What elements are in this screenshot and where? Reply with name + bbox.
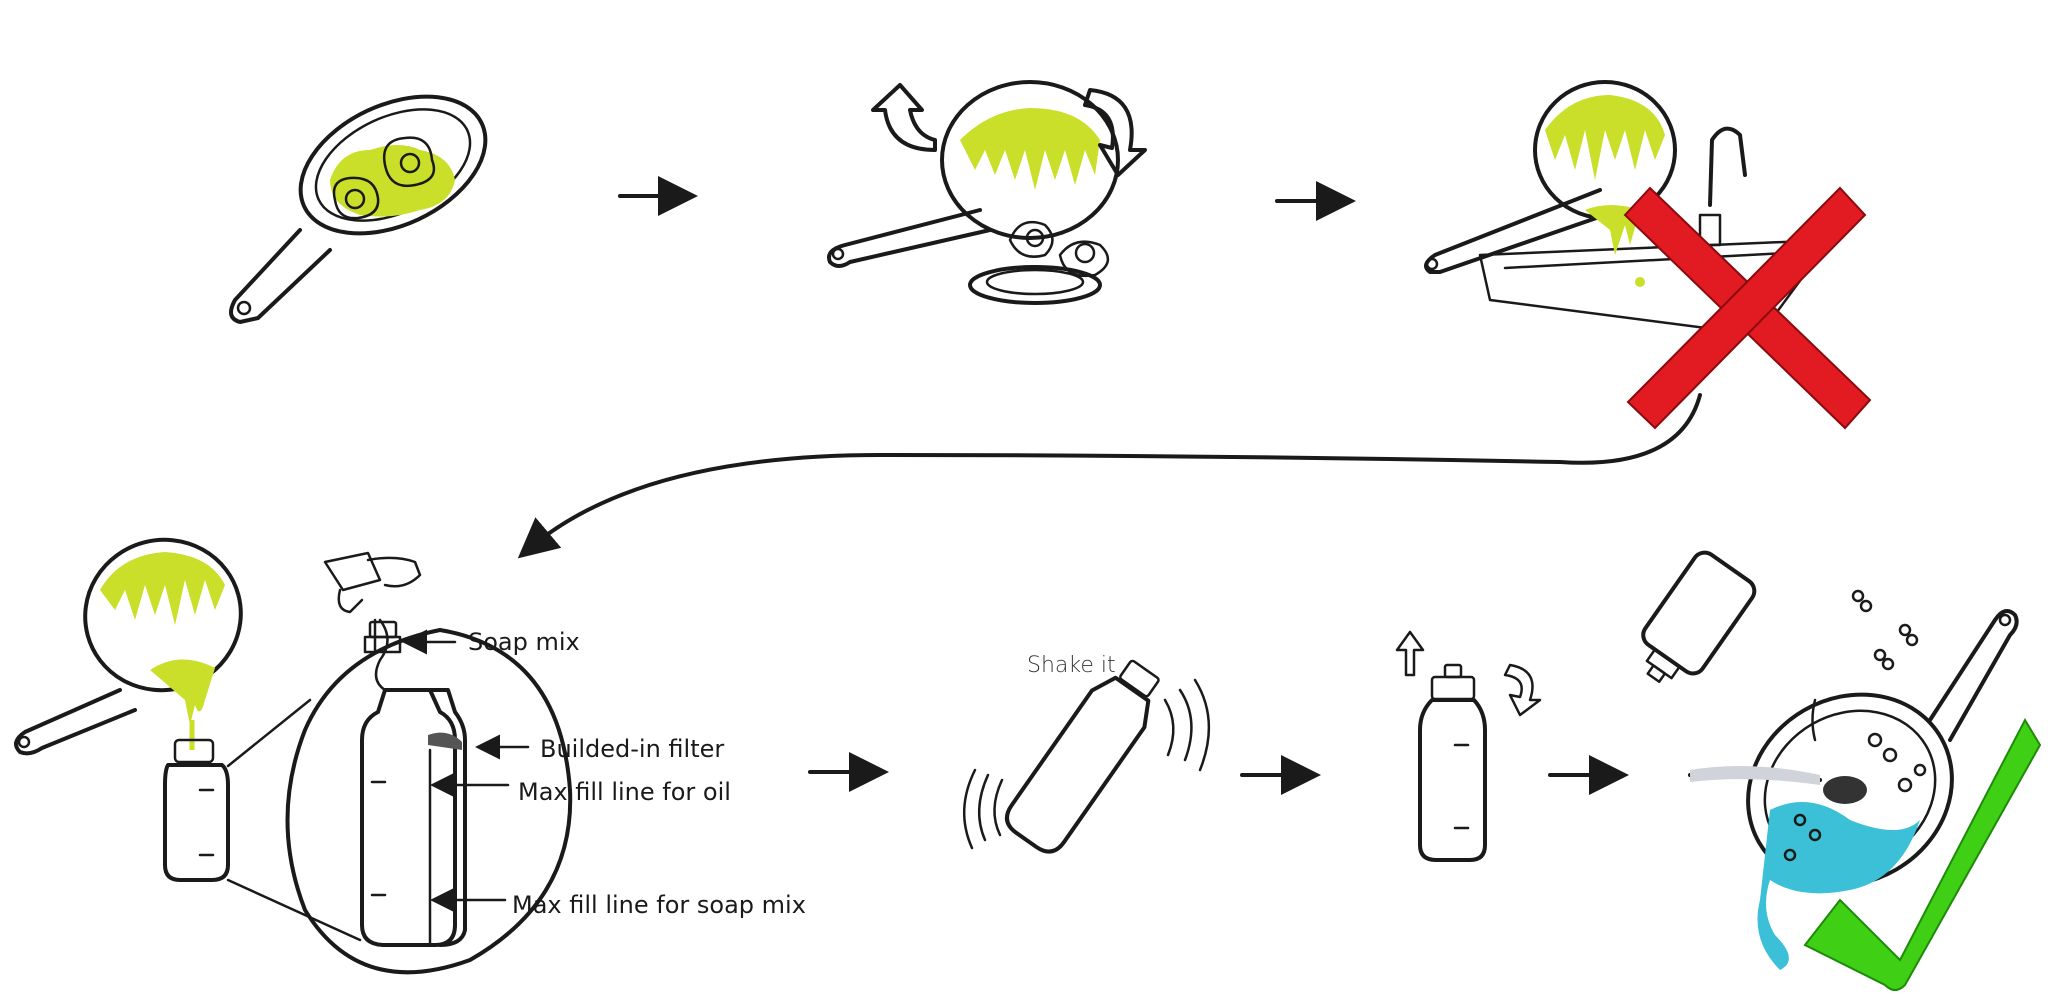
egg-1 [382, 136, 436, 188]
shake-motion-lines-right [1178, 688, 1193, 762]
falling-egg-2 [1058, 240, 1109, 278]
label-oil-line: Max fill line for oil [518, 778, 731, 806]
step-7-clean-pan [1641, 550, 2042, 991]
oil-in-pan [1545, 95, 1665, 180]
rotate-right-arrow-icon [1083, 88, 1147, 177]
label-soap-line: Max fill line for soap mix [512, 891, 806, 919]
bottle-with-filter [360, 620, 467, 947]
egg-2 [332, 176, 380, 220]
rotate-left-arrow-icon [871, 83, 937, 152]
green-check-icon [1803, 717, 2042, 991]
soap-water [1757, 802, 1920, 970]
red-cross-icon [1623, 186, 1872, 430]
label-filter: Builded-in filter [540, 735, 724, 763]
small-bottle [163, 738, 230, 882]
zoom-line-bottom [226, 878, 362, 942]
twist-arrow-icon [1503, 663, 1542, 717]
brush-head [1823, 776, 1867, 804]
curved-connector-arrow [517, 393, 1702, 559]
soap-mix-cup [323, 551, 422, 692]
step-5-shake-bottle: Shake it [963, 653, 1211, 854]
label-shake: Shake it [1027, 653, 1116, 678]
step-6-close-bottle [1395, 630, 1542, 862]
oil-dripping-in-pan [960, 108, 1100, 190]
step-1-pan-with-eggs [229, 94, 488, 324]
oil-pouring [150, 659, 215, 725]
zoom-circle [285, 628, 573, 975]
shake-motion-lines-left [977, 773, 990, 842]
step-2-flip-pan [827, 80, 1147, 305]
faucet [1708, 126, 1747, 207]
step-4-pour-into-bottle: Soap mix Builded-in filter Max fill line… [14, 537, 806, 975]
shaking-bottle [1004, 659, 1160, 854]
label-soap-mix: Soap mix [468, 628, 580, 656]
zoom-line-top [226, 698, 312, 768]
plate [968, 265, 1102, 305]
step-3-pour-in-sink [1424, 80, 1872, 430]
filter-mesh [428, 732, 462, 750]
up-arrow-icon [1395, 630, 1425, 677]
pouring-bottle [1641, 550, 1757, 684]
oil-in-pan [100, 552, 225, 625]
falling-egg-1 [1008, 220, 1054, 258]
soap-bubbles [1783, 589, 1927, 862]
